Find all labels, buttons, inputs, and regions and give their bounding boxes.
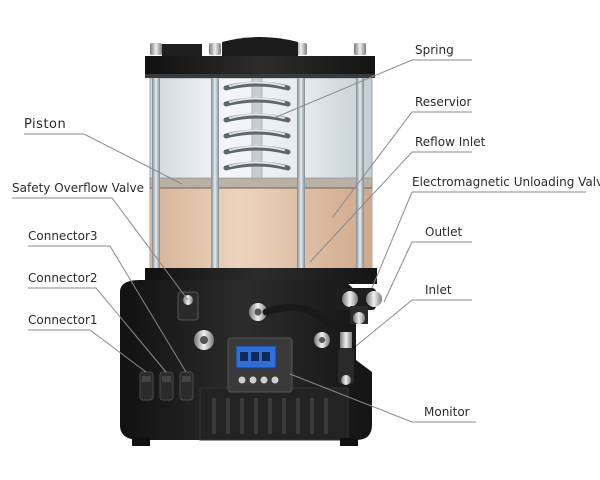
motor-housing (199, 387, 349, 441)
leader-connector2 (28, 287, 167, 373)
labels: Spring Reservior Piston Reflow Inlet Saf… (12, 43, 600, 419)
grease-fill (150, 188, 372, 273)
monitor-button (238, 376, 246, 384)
connector-3 (179, 371, 194, 401)
motor-fin (212, 398, 216, 434)
label-reservoir: Reservior (415, 95, 472, 109)
motor-fin (310, 398, 314, 434)
leader-electromagnetic-unloading-valve (371, 191, 586, 289)
tie-rod (297, 58, 305, 276)
label-reflow-inlet: Reflow Inlet (415, 135, 486, 149)
label-electromagnetic-unloading-valve: Electromagnetic Unloading Valve (412, 175, 600, 189)
hose (262, 300, 350, 327)
tie-rod (211, 58, 219, 276)
label-safety-overflow-valve: Safety Overflow Valve (12, 181, 144, 195)
monitor-button (271, 376, 279, 384)
tie-rod (152, 58, 160, 276)
top-plate (145, 56, 375, 78)
leader-piston (24, 133, 183, 185)
motor-fin (226, 398, 230, 434)
label-piston: Piston (24, 117, 66, 132)
foot (132, 438, 150, 446)
outlet-fitting (314, 332, 330, 348)
tie-rod (356, 58, 364, 276)
leader-inlet (355, 299, 472, 347)
leader-safety-overflow-valve (12, 197, 189, 301)
label-spring: Spring (415, 43, 454, 57)
leader-monitor (289, 373, 476, 423)
connector-2 (159, 371, 174, 401)
label-connector1: Connector1 (28, 313, 98, 327)
monitor-button (260, 376, 268, 384)
leader-connector1 (28, 329, 147, 373)
rod-nut (209, 43, 221, 55)
top-cover (145, 37, 375, 78)
label-monitor: Monitor (424, 405, 470, 419)
monitor (227, 337, 293, 393)
top-cap (222, 37, 298, 58)
label-inlet: Inlet (425, 283, 452, 297)
connectors (139, 371, 194, 401)
motor-fin (254, 398, 258, 434)
rod-nut (150, 43, 162, 55)
leader-lines (12, 59, 586, 423)
motor-fin (296, 398, 300, 434)
top-plate-edge (145, 74, 375, 78)
foot (340, 438, 358, 446)
motor-fin (324, 398, 328, 434)
motor-fin (240, 398, 244, 434)
leader-connector3 (28, 245, 187, 373)
connector-1 (139, 371, 154, 401)
fitting (194, 330, 214, 350)
label-connector3: Connector3 (28, 229, 98, 243)
piston-plate (149, 177, 373, 189)
leader-reservoir (331, 111, 472, 219)
motor-fin (268, 398, 272, 434)
label-outlet: Outlet (425, 225, 462, 239)
leader-spring (273, 59, 472, 119)
motor-fin (282, 398, 286, 434)
monitor-button (249, 376, 257, 384)
rod-nut (354, 43, 366, 55)
inlet-fitting (338, 332, 354, 385)
leader-reflow-inlet (309, 151, 472, 263)
electromagnetic-unloading-valve (336, 288, 382, 324)
safety-overflow-valve (177, 291, 199, 321)
leader-outlet (383, 241, 472, 303)
fitting (249, 303, 267, 321)
label-connector2: Connector2 (28, 271, 98, 285)
